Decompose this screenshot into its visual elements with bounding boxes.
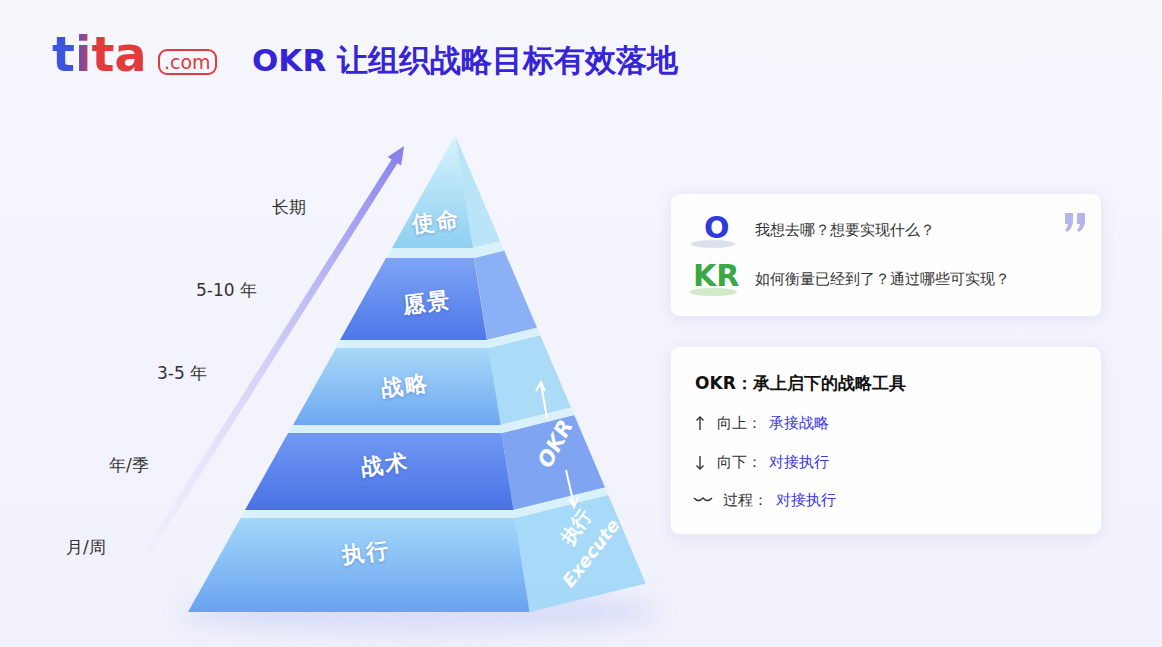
time-arrow-head	[388, 146, 404, 166]
card-text: 对接执行	[776, 491, 836, 511]
quote-mark	[1065, 213, 1073, 232]
time-label: 3-5 年	[157, 363, 207, 383]
okr-up-arrow-head	[536, 382, 545, 391]
card-heading: OKR：承上启下的战略工具	[695, 372, 906, 394]
time-label: 月/周	[66, 537, 106, 557]
down-icon	[697, 466, 704, 470]
pyramid-band: 战术	[245, 433, 514, 510]
info-card: OKR：承上启下的战略工具向上：承接战略向下：对接执行过程：对接执行	[670, 346, 1102, 535]
band-front	[293, 348, 501, 425]
pyramid-band: 使命	[392, 135, 473, 248]
time-label: 5-10 年	[196, 280, 257, 300]
card-text: 我想去哪？想要实现什么？	[755, 221, 935, 241]
time-label: 长期	[272, 197, 306, 217]
band-front	[188, 518, 530, 612]
card-text: 向上：	[717, 414, 762, 434]
info-card: O 我想去哪？想要实现什么？ KR 如何衡量已经到了？通过哪些可实现？	[670, 193, 1102, 317]
card-text: 承接战略	[769, 414, 829, 434]
diagram-title: OKR 让组织战略目标有效落地	[252, 42, 678, 79]
card-text: 过程：	[723, 491, 768, 511]
letter-smudge	[689, 288, 737, 296]
band-front	[245, 433, 514, 510]
wave-icon	[694, 498, 712, 501]
card-text: 向下：	[717, 453, 762, 473]
logo-text: tita	[52, 26, 147, 84]
quote-mark	[1077, 213, 1085, 232]
logo-domain: .com	[158, 49, 217, 75]
time-label: 年/季	[109, 455, 149, 475]
pyramid-band: 战略	[293, 348, 501, 425]
card-text: 如何衡量已经到了？通过哪些可实现？	[755, 270, 1010, 290]
up-icon	[697, 417, 704, 421]
pyramid-band: 愿景	[340, 258, 487, 340]
up-icon	[699, 417, 700, 430]
card-heading: O	[704, 210, 730, 246]
letter-smudge	[691, 240, 735, 248]
pyramid-band: 执行	[188, 518, 530, 612]
card-text: KR	[693, 258, 739, 294]
band-front	[340, 258, 487, 340]
down-icon	[699, 456, 700, 469]
card-text: 对接执行	[769, 453, 829, 473]
band-front	[392, 135, 473, 248]
okr-face-label: OKR	[533, 416, 579, 472]
